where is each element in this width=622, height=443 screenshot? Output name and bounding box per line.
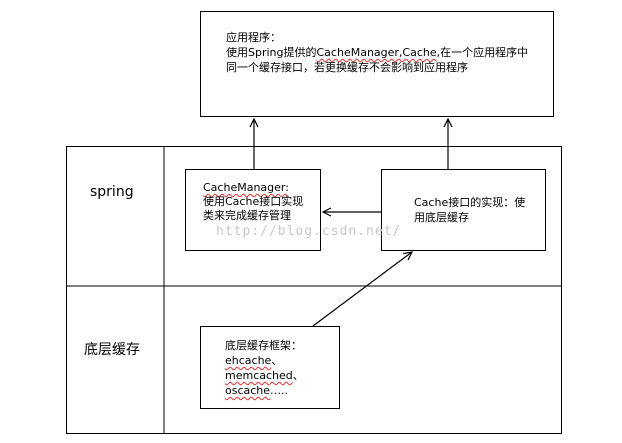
cache-implementation-box: Cache接口的实现：使 用底层缓存 xyxy=(381,169,546,251)
memcached-separator: 、 xyxy=(292,369,304,382)
cache-manager-line-1: CacheManager: xyxy=(203,181,289,195)
application-line-1: 使用Spring提供的CacheManager,Cache,在一个应用程序中 xyxy=(226,46,528,60)
application-title: 应用程序： xyxy=(226,31,281,44)
ehcache-label: ehcache xyxy=(225,354,272,367)
spring-layer-label: spring xyxy=(90,184,134,200)
cache-implementation-line-2: 用底层缓存 xyxy=(414,211,469,224)
underlying-cache-item-1: ehcache、 xyxy=(225,354,282,368)
underlying-cache-box: 底层缓存框架： ehcache、 memcached、 oscache….. xyxy=(200,326,340,409)
arrow-underlying-to-cacheimpl xyxy=(312,252,412,327)
underlying-cache-title: 底层缓存框架： xyxy=(225,339,302,352)
application-line-1-suffix: ,在一个应用程序中 xyxy=(436,46,529,59)
cache-manager-line-3: 类来完成缓存管理 xyxy=(203,209,291,222)
blog-watermark: http://blog.csdn.net/ xyxy=(216,224,402,239)
cache-manager-box: CacheManager: 使用Cache接口实现 类来完成缓存管理 xyxy=(185,169,321,251)
application-line-2: 同一个缓存接口，若更换缓存不会影响到应用程序 xyxy=(226,61,468,74)
application-line-1-prefix: 使用Spring提供的 xyxy=(226,46,317,59)
cache-manager-class-name: CacheManager: xyxy=(203,181,289,194)
cache-manager-line-2: 使用Cache接口实现 xyxy=(203,195,304,208)
underlying-cache-item-3: oscache….. xyxy=(225,384,288,398)
application-box: 应用程序： 使用Spring提供的CacheManager,Cache,在一个应… xyxy=(200,11,554,117)
underlying-cache-item-2: memcached、 xyxy=(225,369,304,383)
oscache-ellipsis: ….. xyxy=(270,384,289,397)
underlying-layer-label: 底层缓存 xyxy=(84,342,140,358)
cache-implementation-line-1: Cache接口的实现：使 xyxy=(414,196,526,209)
application-line-1-classes: CacheManager,Cache xyxy=(316,46,437,59)
ehcache-separator: 、 xyxy=(271,354,283,367)
memcached-label: memcached xyxy=(225,369,293,382)
oscache-label: oscache xyxy=(225,384,271,397)
